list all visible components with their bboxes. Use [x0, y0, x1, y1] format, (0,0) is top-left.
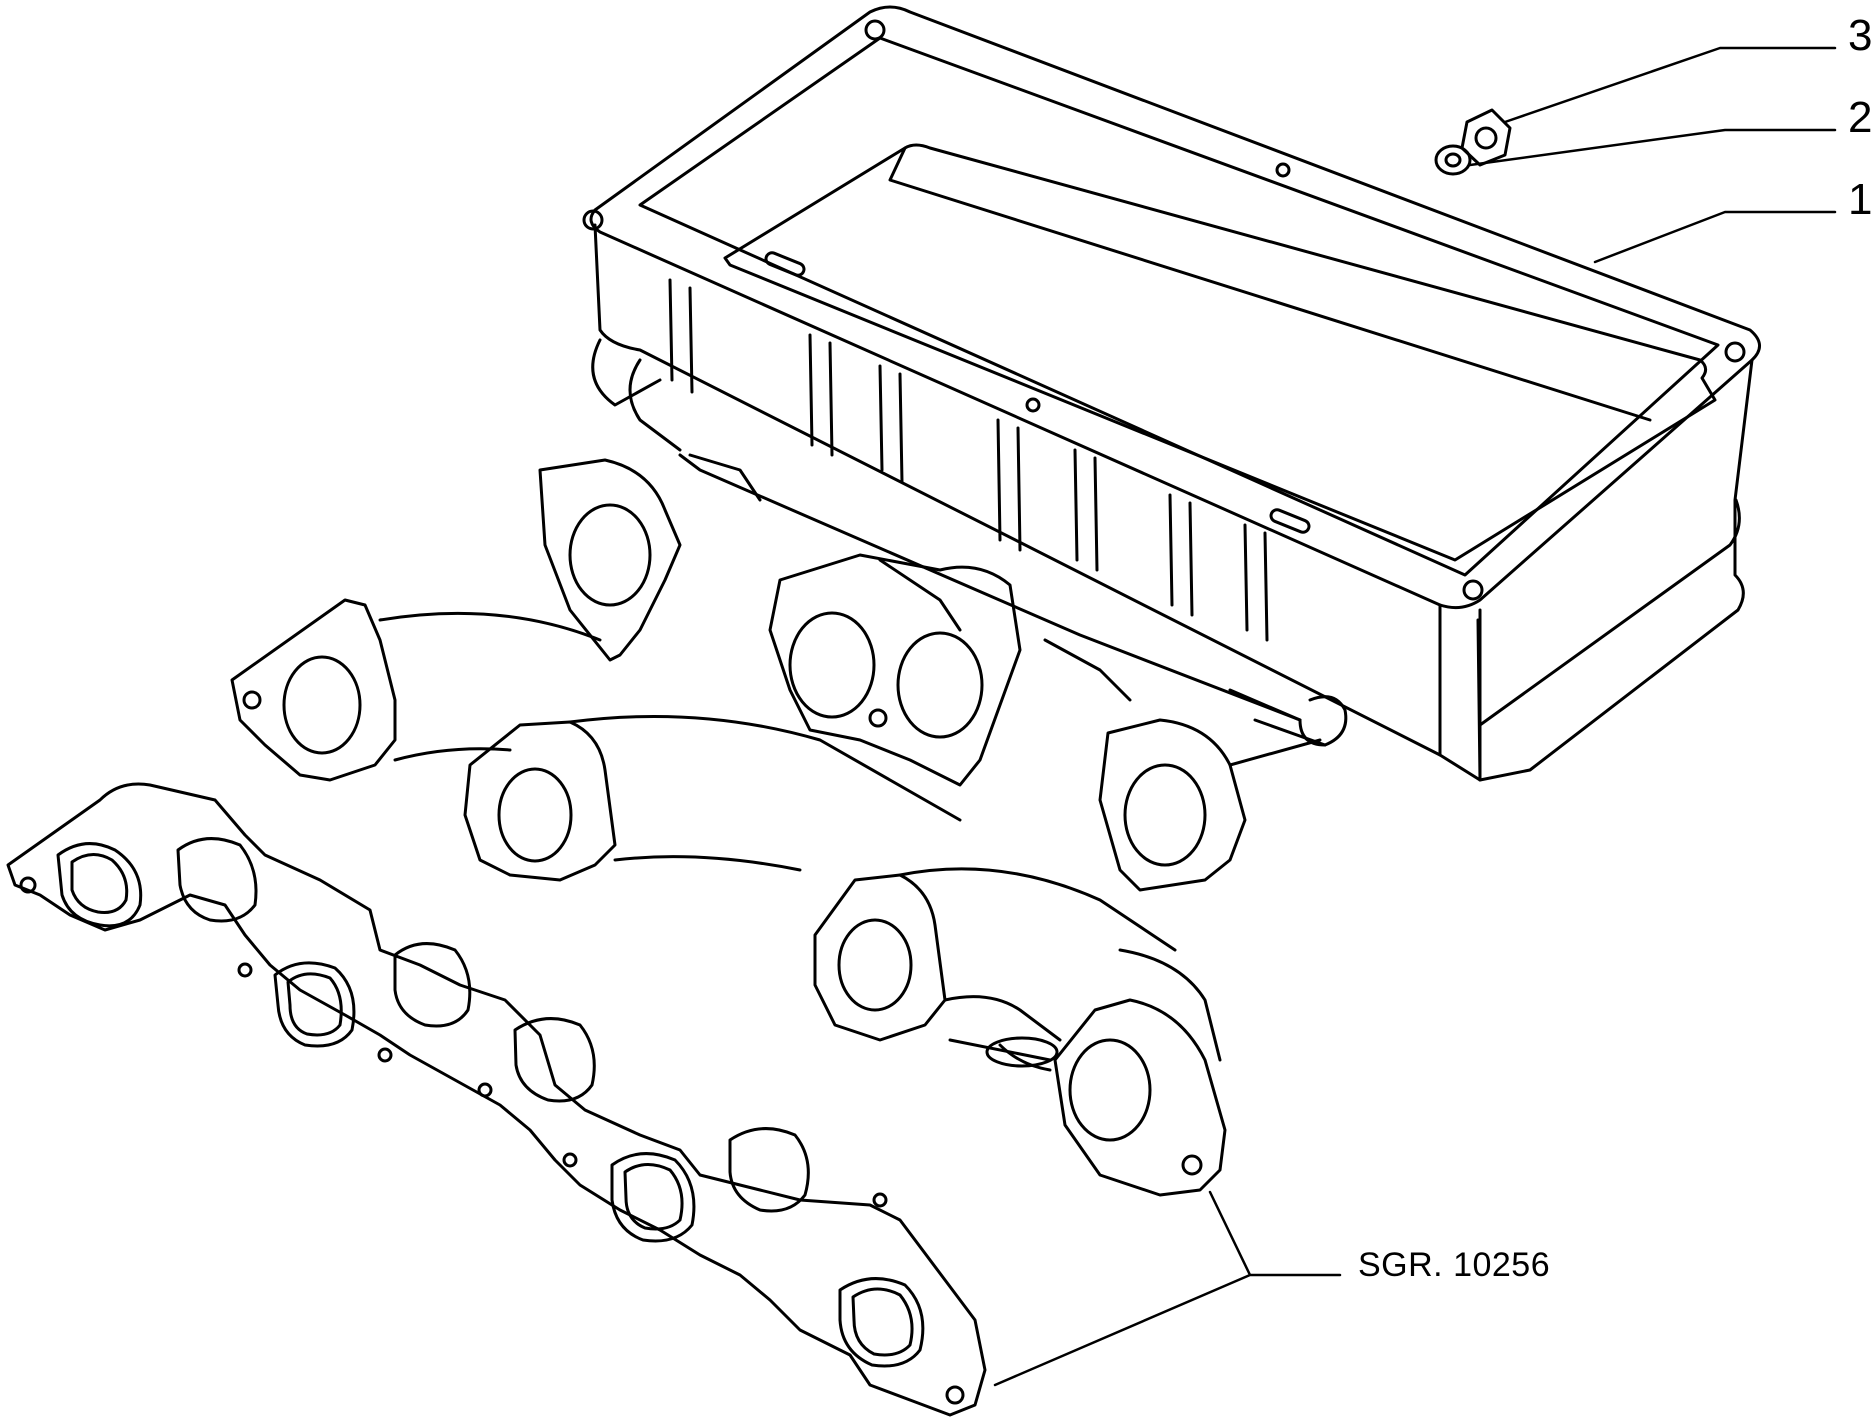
leader-line-1	[1593, 210, 1837, 264]
leader-lines	[993, 46, 1837, 1387]
leader-line-ref	[993, 1190, 1342, 1387]
manifold-gasket	[6, 782, 987, 1417]
callout-1: 1	[1848, 175, 1873, 224]
callout-2: 2	[1848, 93, 1873, 142]
exhaust-manifold	[230, 598, 1227, 1197]
leader-line-3	[1503, 46, 1837, 124]
intake-plenum	[538, 5, 1761, 892]
reference-label: SGR. 10256	[1358, 1246, 1551, 1284]
leader-line-2	[1468, 128, 1837, 167]
washer	[1434, 144, 1472, 176]
callout-3: 3	[1848, 11, 1873, 60]
